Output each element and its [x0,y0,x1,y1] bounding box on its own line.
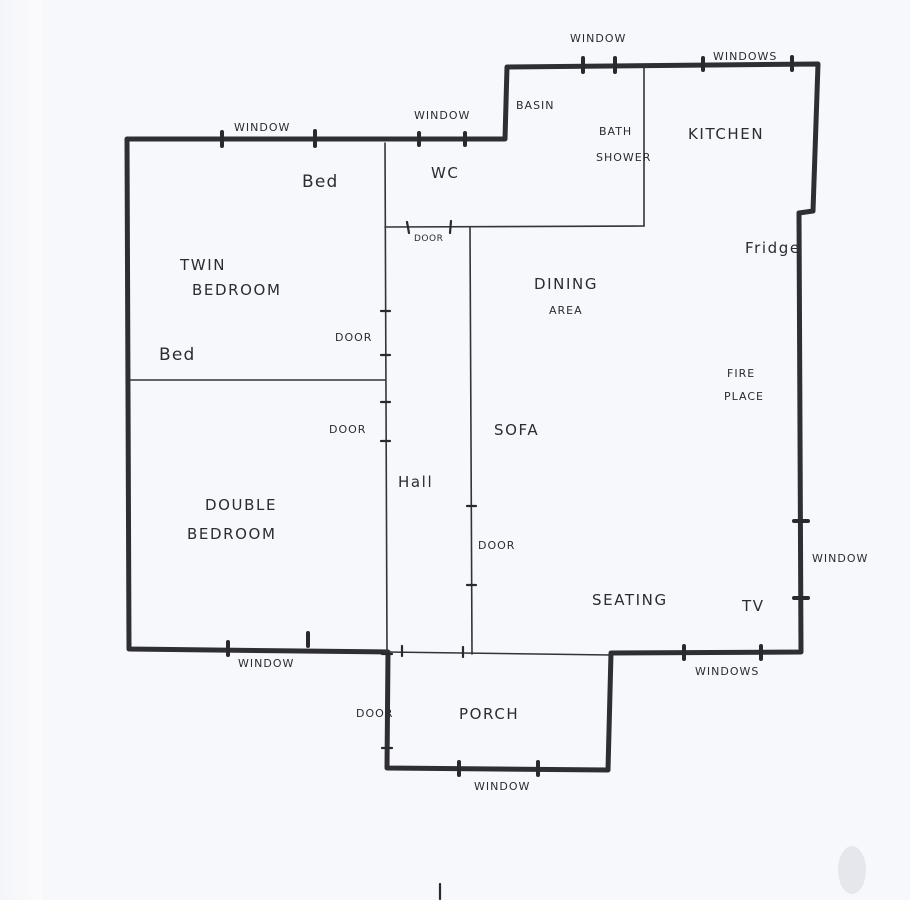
label-fire: FIRE [727,367,755,380]
label-door-lounge: DOOR [478,539,515,552]
label-dining: DINING [534,275,598,293]
label-bath: BATH [599,125,632,138]
label-sofa: SOFA [494,421,539,439]
label-seating: SEATING [592,591,668,609]
label-windows-kitchen: WINDOWS [713,50,777,63]
label-kitchen: KITCHEN [688,125,764,143]
label-place: PLACE [724,390,764,403]
label-door-double: DOOR [329,423,366,436]
label-window-top-mid: WINDOW [414,109,470,122]
label-double-bedroom: BEDROOM [187,525,277,543]
label-window-porch: WINDOW [474,780,530,793]
label-wc: WC [431,164,460,182]
label-door-twin: DOOR [335,331,372,344]
label-window-bottom-left: WINDOW [238,657,294,670]
label-twin: TWIN [179,256,226,274]
label-porch: PORCH [459,705,519,723]
label-bed-top: Bed [302,172,339,192]
label-bed-left: Bed [159,345,196,365]
label-shower: SHOWER [596,151,651,164]
scan-margin [0,0,42,900]
wall-hall-left [384,142,388,653]
wall-porch-top [386,651,612,656]
label-area: AREA [549,304,583,317]
label-fridge: Fridge [745,239,801,257]
label-door-wc: DOOR [414,234,443,244]
label-twin-bedroom: BEDROOM [192,281,282,299]
label-tv: TV [741,597,765,615]
label-window-top-left: WINDOW [234,121,290,134]
tick [405,220,411,235]
label-window-top-right: WINDOW [570,32,626,45]
label-door-porch: DOOR [356,707,393,720]
label-double: DOUBLE [205,496,277,514]
label-hall: Hall [398,473,433,491]
wall-wc-bottom [384,225,645,228]
wall-hall-right [469,227,473,655]
tick [448,219,453,235]
scan-smudge [838,846,866,894]
label-windows-bottom-right: WINDOWS [695,665,759,678]
label-basin: BASIN [516,99,555,112]
paper [42,0,910,900]
label-window-right: WINDOW [812,552,868,565]
